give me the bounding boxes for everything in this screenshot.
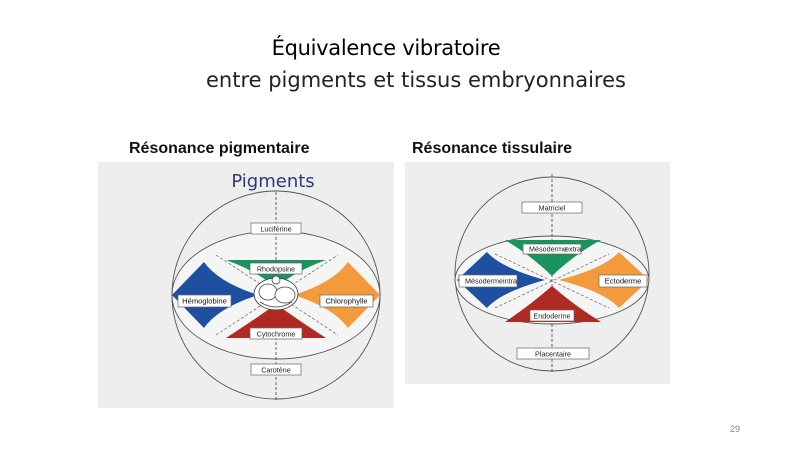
slide-subtitle: entre pigments et tissus embryonnaires [206,68,626,92]
label-bottom: Carotène [250,363,302,376]
label-right: Chlorophylle [319,294,374,308]
label-bottom: Placentaire [516,347,590,360]
embryo-icon [253,275,299,311]
label-right: Ectoderme [598,274,648,288]
pigments-diagram: Pigments Luciférine [98,162,394,408]
svg-text:Luciférine: Luciférine [260,225,291,234]
label-left: Hémoglobine [177,294,232,308]
diagram-title: Pigments [231,171,314,192]
svg-text:Mésoderme: Mésoderme [529,245,567,254]
svg-text:Ectoderme: Ectoderme [605,277,642,286]
page-number: 29 [729,424,740,434]
svg-text:Cytochrome: Cytochrome [257,330,296,339]
svg-text:Hémoglobine: Hémoglobine [182,297,227,306]
tissues-diagram: Matriciel Mésoderme extra Endoderme Méso… [405,162,670,384]
svg-text:Matriciel: Matriciel [539,204,566,213]
diagonal-axis [494,253,610,309]
svg-text:Carotène: Carotène [261,366,291,375]
svg-text:Rhodopsine: Rhodopsine [257,265,295,274]
slide-title: Équivalence vibratoire [271,36,501,60]
right-heading: Résonance tissulaire [412,140,573,157]
left-heading: Résonance pigmentaire [129,140,310,157]
label-up: Mésoderme extra [522,243,582,255]
svg-text:intra: intra [503,277,517,286]
label-top: Matriciel [521,201,583,214]
label-up: Rhodopsine [249,262,303,275]
label-down: Cytochrome [249,327,303,340]
label-down: Endoderme [529,309,575,322]
diagonal-axis [494,253,610,309]
label-left: Mésoderme intra [458,274,518,288]
red-sector [505,286,601,322]
svg-text:Endoderme: Endoderme [533,312,570,321]
label-top: Luciférine [250,222,302,235]
svg-text:Chlorophylle: Chlorophylle [325,297,367,306]
svg-text:extra: extra [565,245,581,254]
svg-text:Mésoderme: Mésoderme [465,277,503,286]
svg-text:Placentaire: Placentaire [535,350,571,359]
